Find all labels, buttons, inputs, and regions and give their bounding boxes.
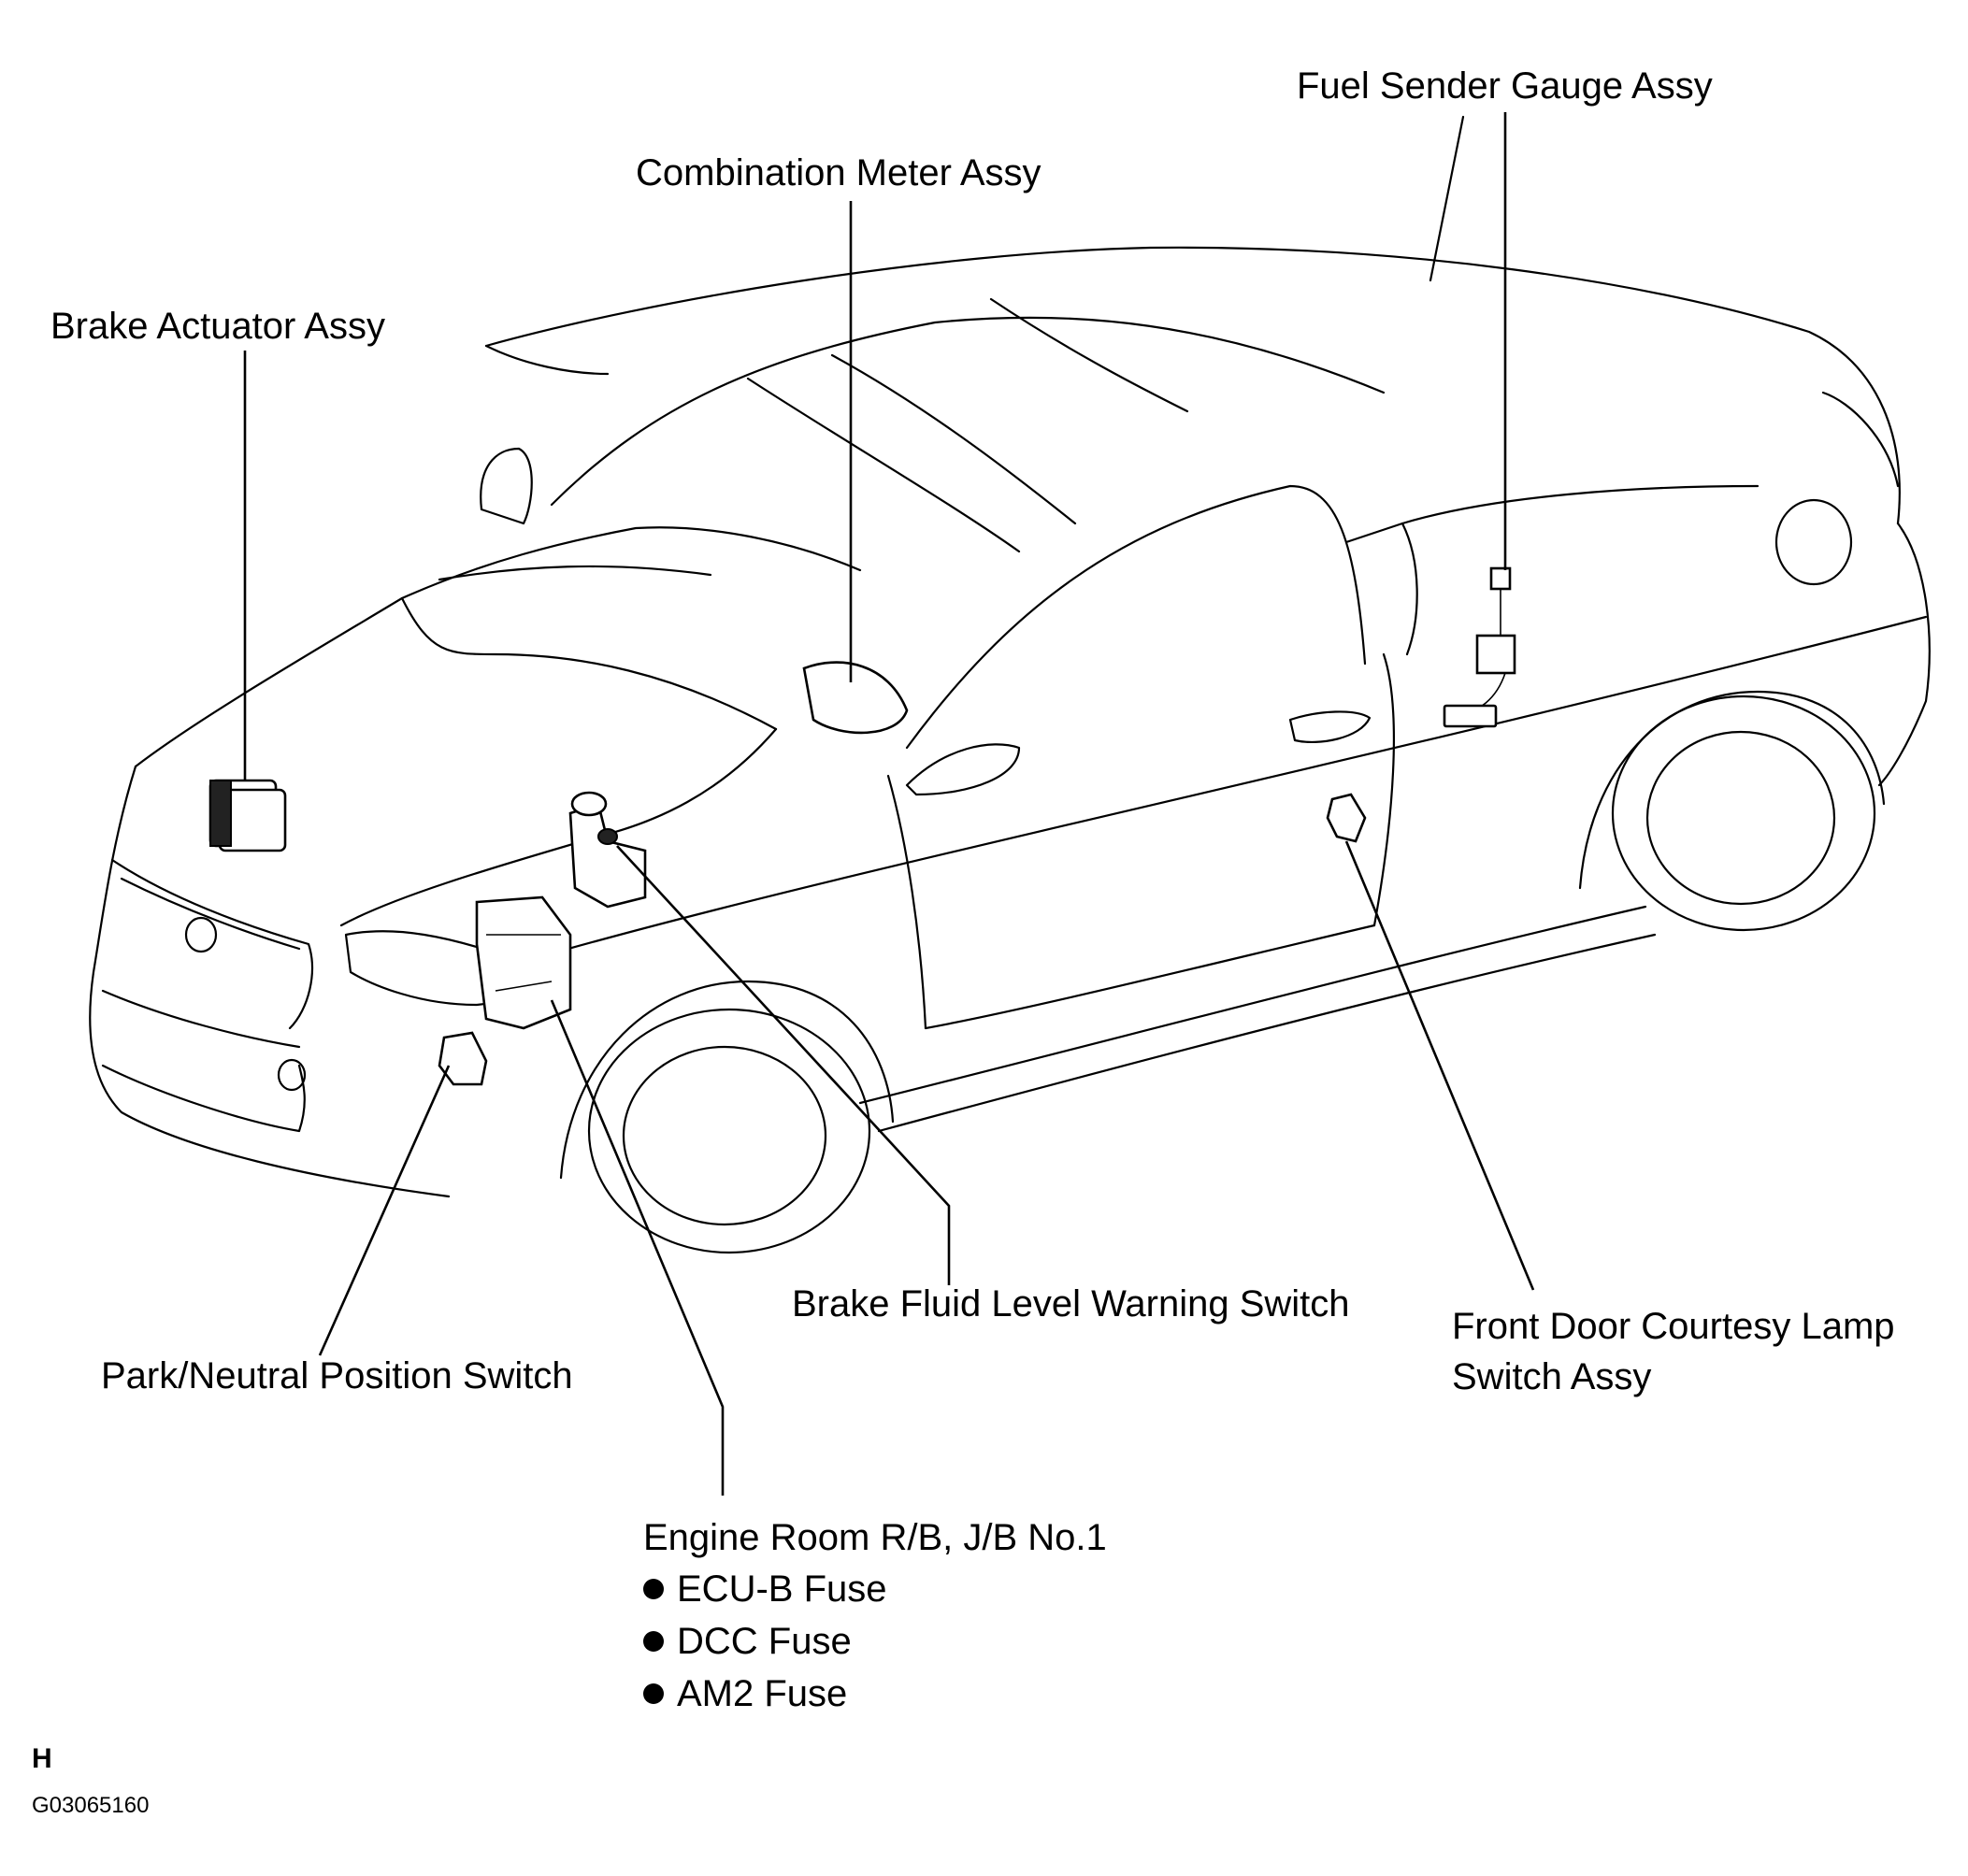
label-front-door-courtesy-line2: Switch Assy — [1452, 1356, 1652, 1397]
leader-engine-room — [550, 999, 725, 1496]
bullet-icon — [643, 1579, 664, 1599]
components — [208, 566, 1516, 1086]
fuse-list-item: AM2 Fuse — [643, 1668, 847, 1719]
leader-courtesy-switch — [1344, 840, 1535, 1291]
label-brake-actuator: Brake Actuator Assy — [50, 306, 385, 347]
fuse-label: DCC Fuse — [677, 1621, 852, 1662]
leader-lines — [243, 112, 1535, 1496]
fuel-sender-part — [1489, 566, 1512, 591]
leader-brake-fluid — [616, 845, 951, 1285]
label-park-neutral: Park/Neutral Position Switch — [101, 1355, 573, 1396]
figure-code: G03065160 — [32, 1793, 150, 1818]
label-brake-fluid-switch: Brake Fluid Level Warning Switch — [792, 1283, 1350, 1325]
car-body — [89, 115, 1931, 1254]
park-neutral-switch-part — [438, 1031, 488, 1086]
fuse-list-item: DCC Fuse — [643, 1616, 852, 1667]
fuse-label: AM2 Fuse — [677, 1673, 848, 1714]
fuse-list-item: ECU-B Fuse — [643, 1564, 887, 1614]
engine-room-relay-block-part — [475, 895, 572, 1030]
fuse-label: ECU-B Fuse — [677, 1568, 887, 1610]
combination-meter-part — [802, 661, 909, 735]
bullet-icon — [643, 1683, 664, 1704]
courtesy-switch-part — [1326, 793, 1367, 843]
leader-park-neutral — [318, 1065, 451, 1356]
label-fuel-sender: Fuel Sender Gauge Assy — [1297, 65, 1713, 107]
brake-fluid-reservoir-part — [568, 802, 647, 909]
label-engine-room: Engine Room R/B, J/B No.1 — [643, 1517, 1107, 1558]
label-combination-meter: Combination Meter Assy — [636, 152, 1041, 193]
label-front-door-courtesy-line1: Front Door Courtesy Lamp — [1452, 1306, 1895, 1347]
corner-letter: H — [32, 1743, 52, 1774]
bullet-icon — [643, 1631, 664, 1652]
